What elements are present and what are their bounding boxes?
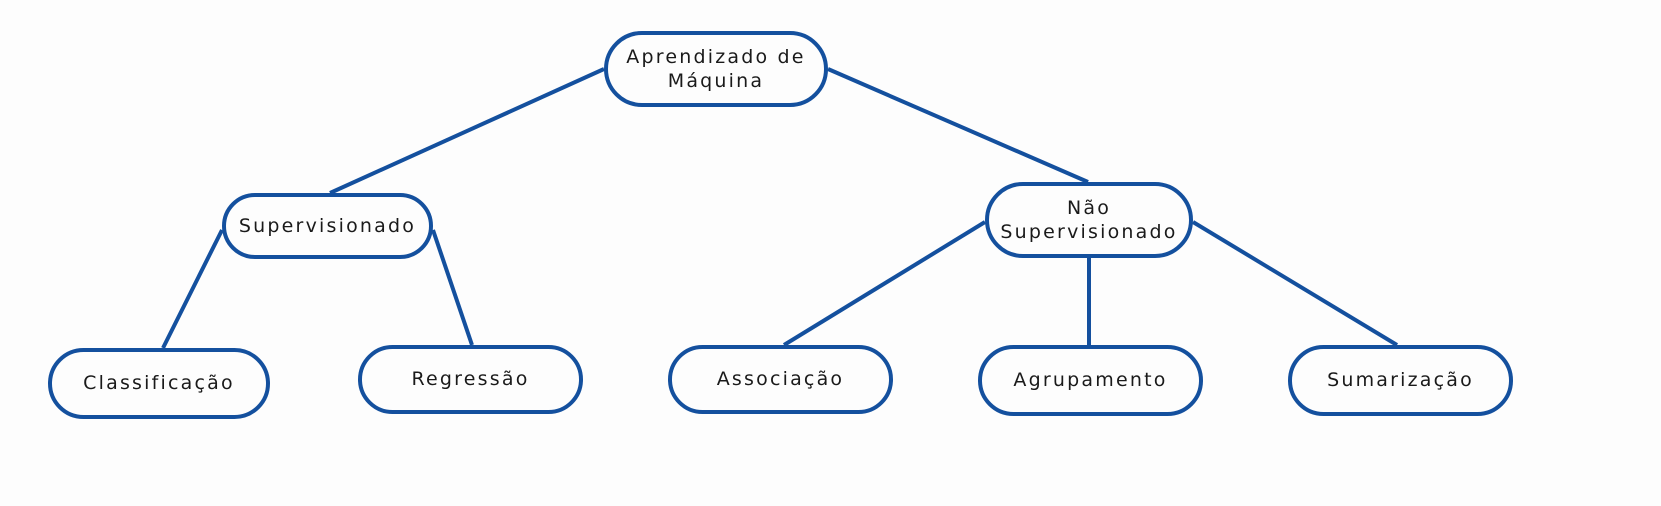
edge-nao-associacao [782,220,987,347]
node-label-classificacao: Classificação [83,372,235,395]
edge-root-nao [827,67,1089,184]
node-label-aprendizado-de-maquina: Aprendizado de Máquina [626,45,806,92]
node-label-nao-supervisionado: Não Supervisionado [1000,196,1178,243]
edges-group [161,67,1399,349]
node-label-sumarizacao: Sumarização [1327,369,1474,392]
node-classificacao[interactable]: Classificação [48,348,270,419]
node-label-regressao: Regressão [411,368,530,391]
node-sumarizacao[interactable]: Sumarização [1288,345,1513,416]
node-label-supervisionado: Supervisionado [238,214,417,237]
node-associacao[interactable]: Associação [668,345,893,414]
node-label-agrupamento: Agrupamento [1013,369,1168,392]
node-label-associacao: Associação [716,368,845,391]
edge-root-supervisionado [329,67,605,195]
node-supervisionado[interactable]: Supervisionado [222,193,433,259]
node-regressao[interactable]: Regressão [358,345,583,414]
node-nao-supervisionado[interactable]: Não Supervisionado [985,182,1193,258]
edge-nao-sumarizacao [1191,220,1399,347]
edge-sup-classificacao [161,229,224,349]
node-agrupamento[interactable]: Agrupamento [978,345,1203,416]
node-aprendizado-de-maquina[interactable]: Aprendizado de Máquina [604,31,828,107]
edge-sup-regressao [431,229,474,346]
